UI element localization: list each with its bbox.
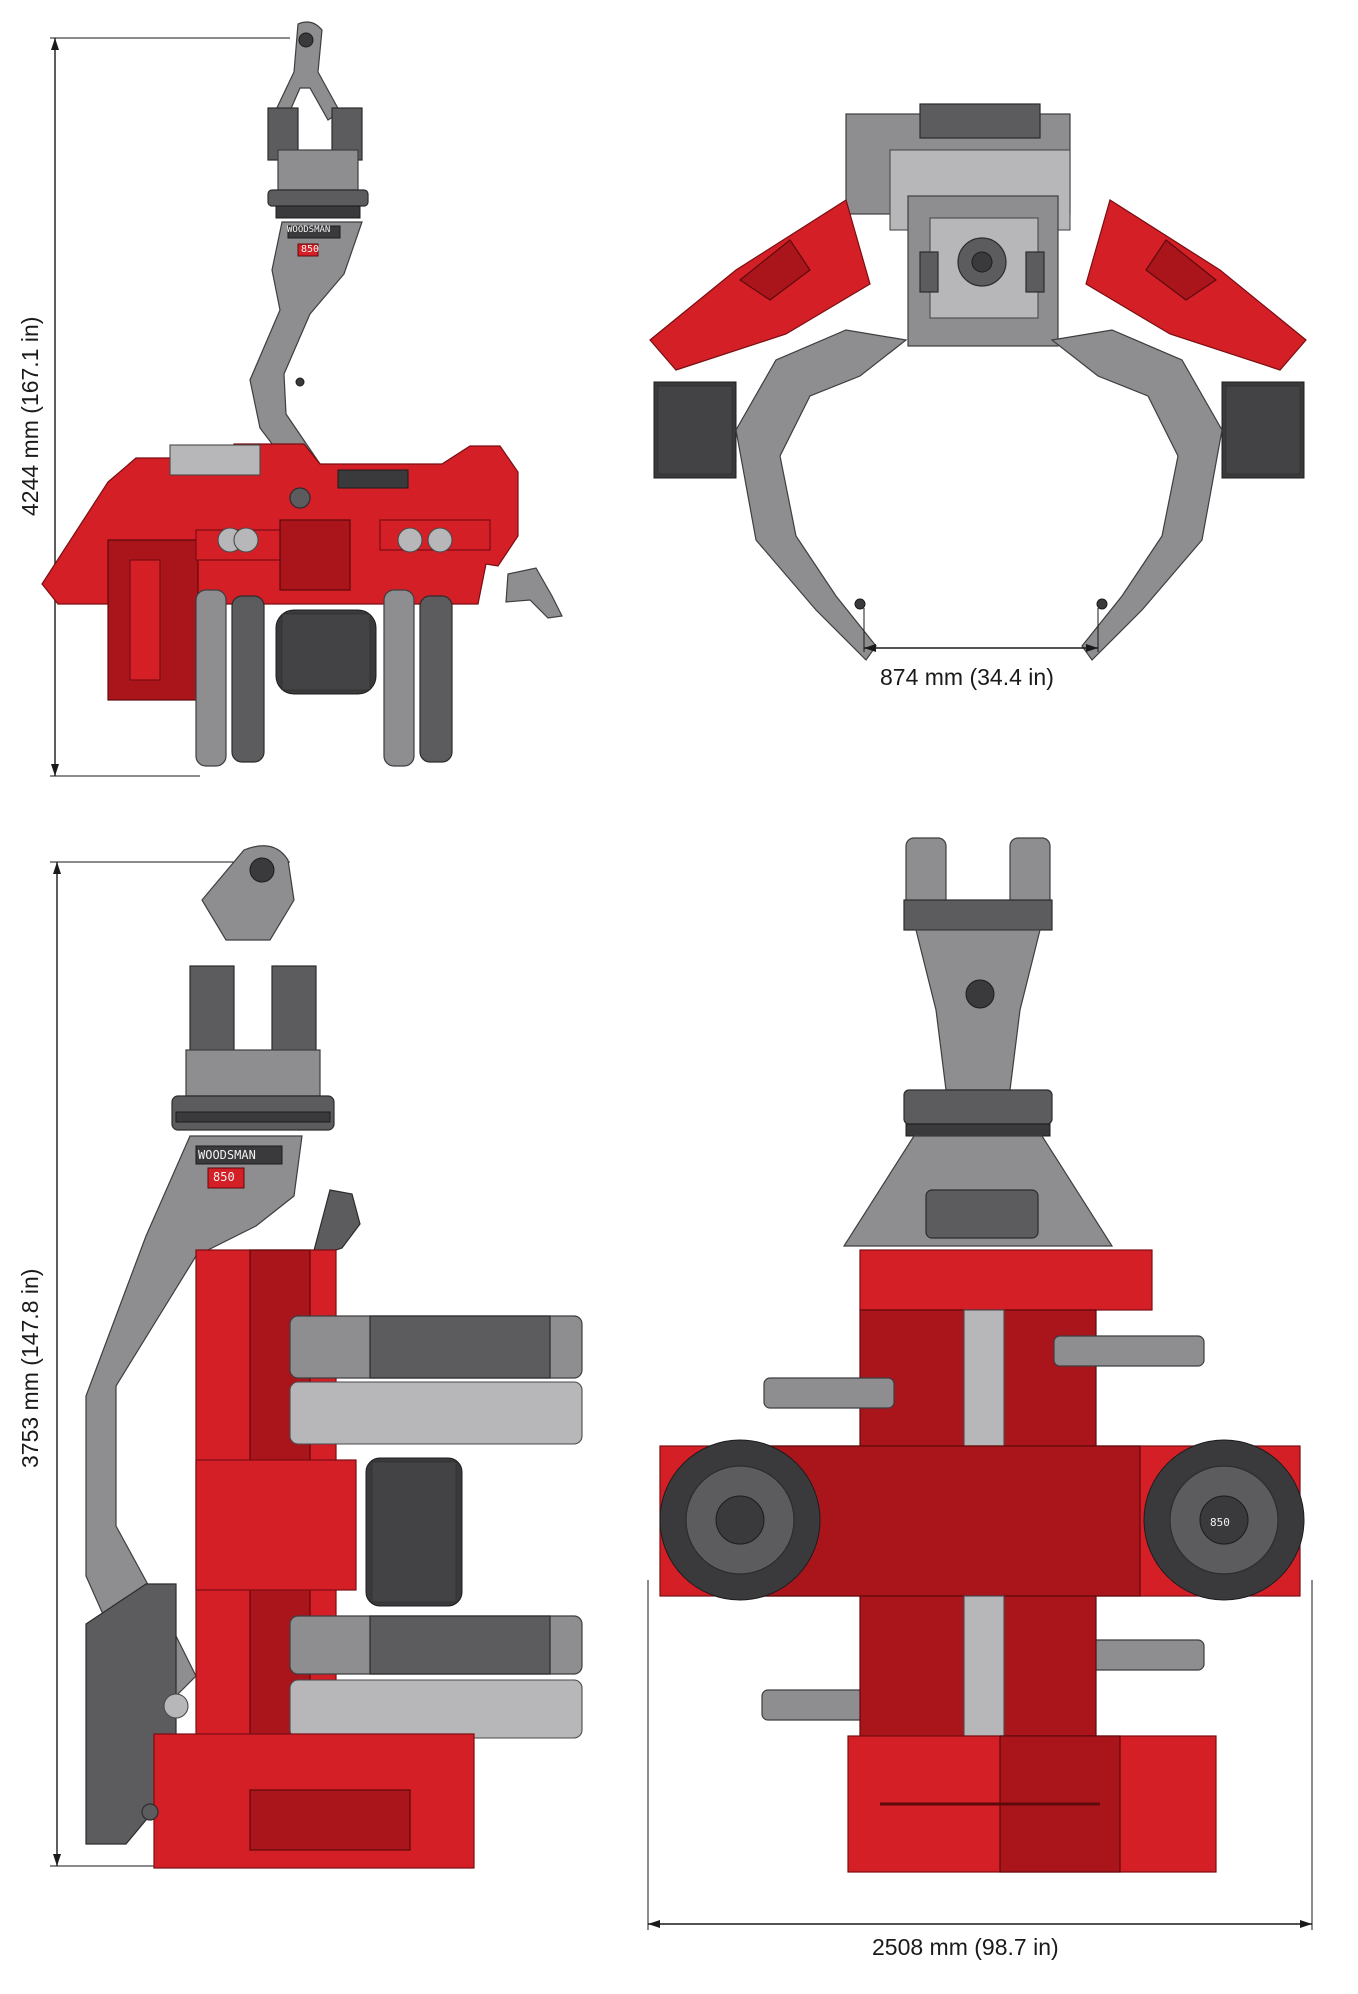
brand-plate-2: WOODSMAN [198, 1148, 256, 1162]
view-top-arms [649, 103, 1307, 661]
brand-plate-1: WOODSMAN [287, 225, 331, 235]
wheel-model-marking: 850 [1210, 1516, 1230, 1529]
view-front: 850 [647, 837, 1313, 1930]
model-plate-2: 850 [213, 1170, 235, 1184]
dim-label-height-1: 4244 mm (167.1 in) [17, 316, 43, 516]
feed-wheel-knurl-1 [281, 613, 371, 691]
view-side-open [41, 21, 563, 777]
dim-label-opening: 874 mm (34.4 in) [880, 664, 1054, 690]
dim-label-height-2: 3753 mm (147.8 in) [17, 1268, 43, 1468]
view-side-closed [50, 845, 583, 1869]
dim-label-width: 2508 mm (98.7 in) [872, 1934, 1059, 1960]
model-plate-1: 850 [301, 244, 320, 255]
